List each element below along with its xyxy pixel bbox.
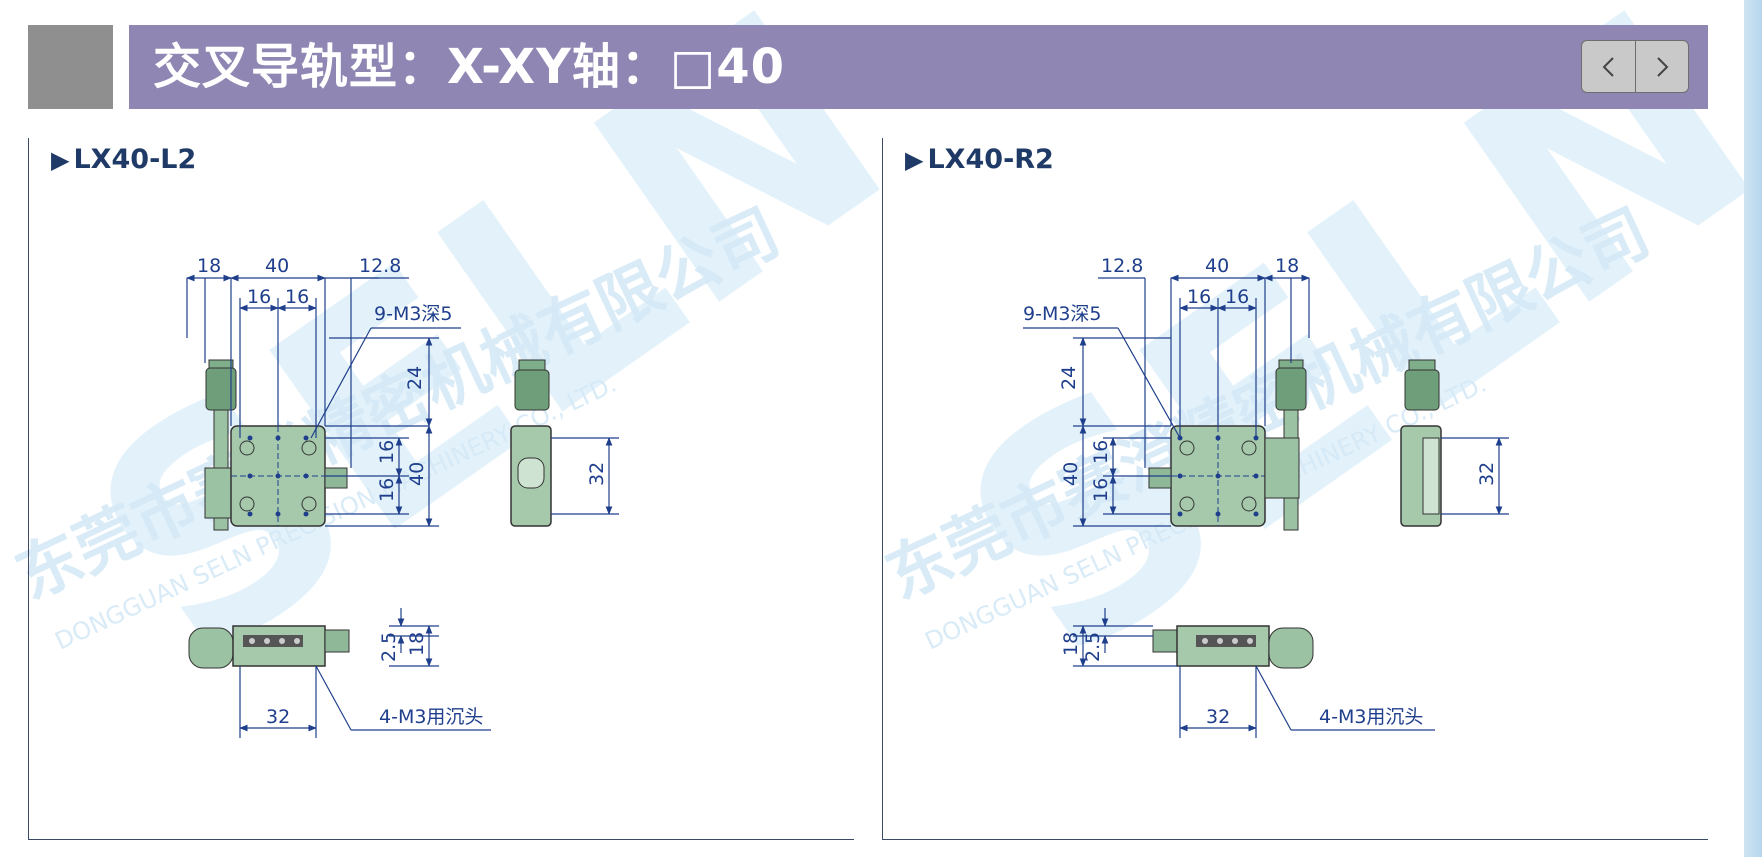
header-banner: 交叉导轨型：X-XY轴：□40 xyxy=(129,25,1708,109)
dim-front-2-5: 2.5 xyxy=(1082,632,1104,662)
dim-v-16a: 16 xyxy=(1090,440,1112,464)
dim-v-24: 24 xyxy=(1058,366,1080,390)
dim-sink-note: 4-M3用沉头 xyxy=(379,706,483,728)
model-name: LX40-R2 xyxy=(927,144,1054,175)
dim-v-24: 24 xyxy=(404,366,426,390)
panel-lx40-l2: ▶LX40-L2 xyxy=(28,138,854,840)
dim-top-c: 12.8 xyxy=(359,255,401,277)
header-gray-block xyxy=(28,25,113,109)
chevron-left-icon[interactable] xyxy=(1582,41,1636,92)
play-triangle-icon: ▶ xyxy=(51,146,70,174)
dim-v-16b: 16 xyxy=(376,478,398,502)
chevron-right-icon[interactable] xyxy=(1635,41,1688,92)
stage-side-view xyxy=(1400,359,1442,527)
dim-top-b: 40 xyxy=(1205,255,1229,277)
dim-top-b: 40 xyxy=(265,255,289,277)
dim-sink-note: 4-M3用沉头 xyxy=(1319,706,1423,728)
dim-hole-note: 9-M3深5 xyxy=(374,303,453,325)
dim-hole-note: 9-M3深5 xyxy=(1023,303,1102,325)
dim-front-18: 18 xyxy=(1060,632,1082,656)
dim-v-16a: 16 xyxy=(376,440,398,464)
right-edge-strip xyxy=(1744,0,1762,857)
stage-front-view xyxy=(188,625,350,669)
technical-drawing-r2: 12.8 40 18 16 16 9-M3深5 24 16 16 40 32 2… xyxy=(1023,255,1509,738)
stage-side-view xyxy=(510,359,552,527)
dim-v-40: 40 xyxy=(406,462,428,486)
stage-top-view xyxy=(1148,425,1266,527)
dim-top-a: 12.8 xyxy=(1101,255,1143,277)
model-title: ▶LX40-R2 xyxy=(905,144,1054,175)
technical-drawing-l2: 18 40 12.8 16 16 9-M3深5 24 16 16 40 32 2… xyxy=(186,255,619,738)
dim-inner-b: 16 xyxy=(285,286,309,308)
dim-top-a: 18 xyxy=(197,255,221,277)
play-triangle-icon: ▶ xyxy=(905,146,924,174)
page-nav-button[interactable] xyxy=(1581,40,1689,93)
model-title: ▶LX40-L2 xyxy=(51,144,196,175)
dim-v-16b: 16 xyxy=(1090,478,1112,502)
dim-side-32: 32 xyxy=(1476,462,1498,486)
page-title: 交叉导轨型：X-XY轴：□40 xyxy=(153,39,786,95)
dim-inner-a: 16 xyxy=(1187,286,1211,308)
dim-top-c: 18 xyxy=(1275,255,1299,277)
dim-bottom-32: 32 xyxy=(266,706,290,728)
dim-bottom-32: 32 xyxy=(1206,706,1230,728)
dim-side-32: 32 xyxy=(586,462,608,486)
panel-lx40-r2: ▶LX40-R2 xyxy=(882,138,1708,840)
dim-v-40: 40 xyxy=(1060,462,1082,486)
stage-top-view xyxy=(230,425,348,527)
dim-front-2-5: 2.5 xyxy=(378,632,400,662)
stage-front-view xyxy=(1152,625,1314,669)
dim-front-18: 18 xyxy=(406,632,428,656)
model-name: LX40-L2 xyxy=(73,144,197,175)
dim-inner-b: 16 xyxy=(1225,286,1249,308)
micrometer-knob xyxy=(1264,359,1307,531)
dim-inner-a: 16 xyxy=(247,286,271,308)
